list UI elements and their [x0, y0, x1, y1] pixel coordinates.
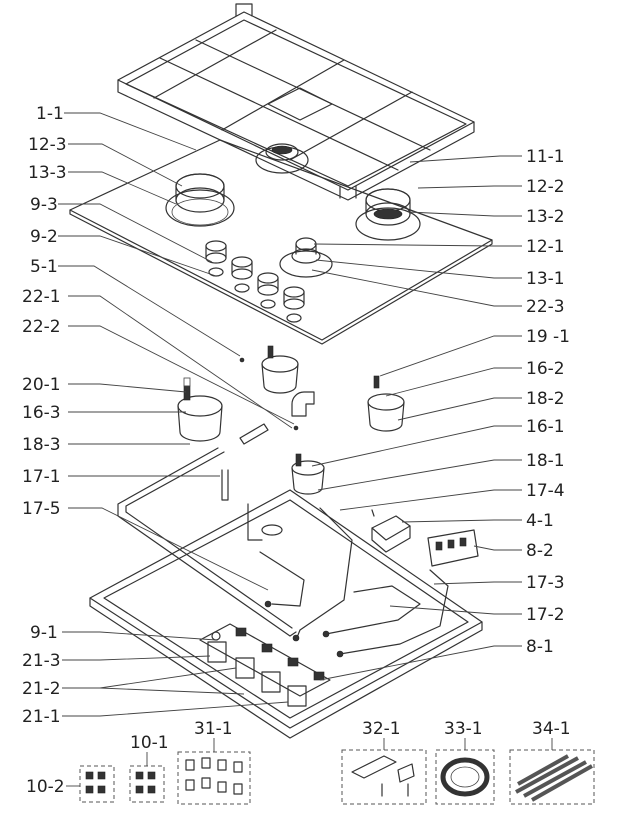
- label-8-2: 8-2: [526, 541, 554, 561]
- leader-lines: [58, 112, 553, 787]
- label-17-1: 17-1: [22, 467, 61, 487]
- label-16-2: 16-2: [526, 359, 565, 379]
- label-18-3: 18-3: [22, 435, 61, 455]
- burner-cup-right: [367, 375, 405, 432]
- label-10-1: 10-1: [130, 733, 169, 753]
- label-22-3: 22-3: [526, 297, 565, 317]
- control-knobs: [205, 240, 305, 323]
- part-labels: 1-1 12-3 13-3 9-3 9-2 5-1 22-1 22-2 20-1…: [22, 104, 571, 797]
- label-9-2: 9-2: [30, 227, 58, 247]
- label-8-1: 8-1: [526, 637, 554, 657]
- accessory-box-10-1: [129, 765, 165, 803]
- accessory-box-34-1: [509, 749, 595, 805]
- label-10-2: 10-2: [26, 777, 65, 797]
- ignition-module: [371, 509, 411, 553]
- label-5-1: 5-1: [30, 257, 58, 277]
- label-17-2: 17-2: [526, 605, 565, 625]
- burner-center-back: [255, 143, 309, 174]
- label-9-1: 9-1: [30, 623, 58, 643]
- label-31-1: 31-1: [194, 719, 233, 739]
- label-4-1: 4-1: [526, 511, 554, 531]
- label-13-2: 13-2: [526, 207, 565, 227]
- label-16-3: 16-3: [22, 403, 61, 423]
- label-21-2: 21-2: [22, 679, 61, 699]
- label-33-1: 33-1: [444, 719, 483, 739]
- label-13-3: 13-3: [28, 163, 67, 183]
- burner-cup-front: [291, 453, 325, 495]
- label-21-1: 21-1: [22, 707, 61, 727]
- label-34-1: 34-1: [532, 719, 571, 739]
- valve-manifold: [199, 623, 331, 707]
- elbow-fitting: [239, 357, 315, 431]
- accessory-box-32-1: [341, 749, 427, 805]
- hob-chassis: [89, 489, 483, 739]
- label-18-1: 18-1: [526, 451, 565, 471]
- label-20-1: 20-1: [22, 375, 61, 395]
- label-17-4: 17-4: [526, 481, 565, 501]
- burner-cup-left: [177, 377, 223, 442]
- label-32-1: 32-1: [362, 719, 401, 739]
- burner-small-front: [279, 237, 333, 278]
- label-13-1: 13-1: [526, 269, 565, 289]
- label-11-1: 11-1: [526, 147, 565, 167]
- label-18-2: 18-2: [526, 389, 565, 409]
- burner-right: [355, 188, 421, 241]
- accessory-box-31-1: [177, 751, 251, 805]
- label-19-1: 19 -1: [526, 327, 570, 347]
- socket-block: [427, 529, 479, 567]
- label-1-1: 1-1: [36, 104, 64, 124]
- label-21-3: 21-3: [22, 651, 61, 671]
- accessory-box-33-1: [435, 749, 495, 805]
- burner-large-left: [165, 173, 235, 227]
- accessory-box-10-2: [79, 765, 115, 803]
- hob-top-plate: [69, 139, 493, 345]
- label-22-1: 22-1: [22, 287, 61, 307]
- pan-support-grid: [117, 3, 475, 201]
- burner-cup-center: [261, 345, 299, 394]
- label-12-1: 12-1: [526, 237, 565, 257]
- label-12-2: 12-2: [526, 177, 565, 197]
- label-9-3: 9-3: [30, 195, 58, 215]
- label-17-3: 17-3: [526, 573, 565, 593]
- label-16-1: 16-1: [526, 417, 565, 437]
- label-12-3: 12-3: [28, 135, 67, 155]
- label-17-5: 17-5: [22, 499, 61, 519]
- label-22-2: 22-2: [22, 317, 61, 337]
